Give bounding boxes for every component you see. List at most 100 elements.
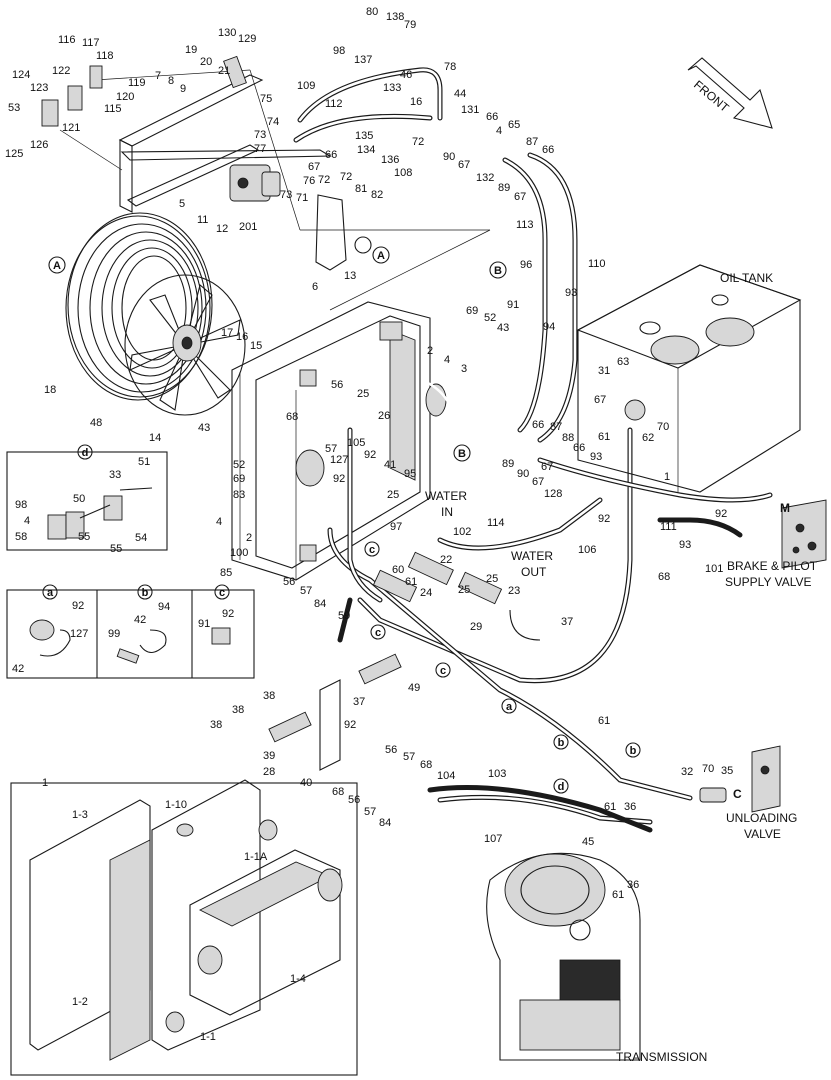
pn: 38 [232, 704, 244, 716]
pn: 48 [90, 417, 102, 429]
svg-text:a: a [506, 701, 513, 713]
marker-a-box: a [42, 584, 58, 600]
pn: 49 [408, 682, 420, 694]
pn: 38 [263, 690, 275, 702]
pn: 42 [12, 663, 24, 675]
pn: 65 [508, 119, 520, 131]
pn: 85 [220, 567, 232, 579]
pn: 63 [617, 356, 629, 368]
pn: 90 [517, 468, 529, 480]
pn: 4 [216, 516, 222, 528]
pn: 1-1A [244, 851, 268, 863]
pn: 76 [303, 175, 315, 187]
pn: 122 [52, 65, 70, 77]
pn: 71 [296, 192, 308, 204]
pn: 99 [108, 628, 120, 640]
pn: 101 [705, 563, 723, 575]
pn: 19 [185, 44, 197, 56]
pn: 70 [702, 763, 714, 775]
pn: 80 [366, 6, 378, 18]
inset-labels: 1 1-3 1-10 1-1A 1-4 1-2 1-1 [42, 777, 306, 1043]
pn: 1-1 [200, 1031, 216, 1043]
fan-shroud [65, 212, 213, 401]
pn: 127 [330, 454, 348, 466]
marker-B-radiator: B [453, 444, 471, 462]
pn: 29 [470, 621, 482, 633]
transmission [486, 852, 641, 1061]
pn: 58 [15, 531, 27, 543]
pn: 66 [325, 149, 337, 161]
pn: 51 [138, 456, 150, 468]
pn: 45 [582, 836, 594, 848]
pn: 110 [588, 258, 606, 270]
detail-d-labels: 51 33 98 4 50 54 55 58 55 [15, 456, 150, 555]
pn: 201 [239, 221, 257, 233]
pn: 134 [357, 144, 375, 156]
pn: 87 [550, 421, 562, 433]
pn: 123 [30, 82, 48, 94]
pn: 72 [340, 171, 352, 183]
marker-c-box: c [214, 584, 230, 600]
pn: 66 [532, 419, 544, 431]
pn: 94 [543, 321, 555, 333]
svg-text:c: c [440, 665, 446, 677]
pn: 119 [128, 77, 146, 89]
pn: 66 [542, 144, 554, 156]
marker-A-bracket: A [372, 246, 390, 264]
brake-valve-label: BRAKE & PILOT [727, 559, 818, 573]
pn: 69 [233, 473, 245, 485]
pn: 1-4 [290, 973, 306, 985]
pn: 133 [383, 82, 401, 94]
marker-b-box: b [137, 584, 153, 600]
svg-text:c: c [219, 587, 225, 599]
connector-m-label: M [780, 501, 790, 515]
pn: 74 [267, 116, 279, 128]
pn: 135 [355, 130, 373, 142]
pn: 111 [660, 521, 677, 533]
pn: 91 [198, 618, 210, 630]
pn: 79 [404, 19, 416, 31]
pn: 24 [420, 587, 432, 599]
pn: 132 [476, 172, 494, 184]
pn: 57 [403, 751, 415, 763]
pn: 125 [5, 148, 23, 160]
brake-valve-label-2: SUPPLY VALVE [725, 575, 812, 589]
pn: 67 [594, 394, 606, 406]
svg-text:c: c [375, 627, 381, 639]
pn: 100 [230, 547, 248, 559]
pn: 92 [364, 449, 376, 461]
pn: 57 [364, 806, 376, 818]
oil-tank-label: OIL TANK [720, 271, 773, 285]
marker-c-2: c [370, 624, 386, 640]
pn: 25 [387, 489, 399, 501]
pn: 52 [484, 312, 496, 324]
pn: 1-2 [72, 996, 88, 1008]
pn: 138 [386, 11, 404, 23]
pn: 70 [657, 421, 669, 433]
pn: 92 [715, 508, 727, 520]
pn: 93 [565, 287, 577, 299]
water-pipes [268, 551, 541, 771]
svg-text:B: B [458, 448, 466, 460]
pn: 127 [70, 628, 88, 640]
pn: 137 [354, 54, 372, 66]
pn: 130 [218, 27, 236, 39]
unloading-valve-label-2: VALVE [744, 827, 781, 841]
marker-c-3: c [435, 662, 451, 678]
pn: 56 [385, 744, 397, 756]
pn: 128 [544, 488, 562, 500]
pn: 83 [233, 489, 245, 501]
pn: 54 [135, 532, 147, 544]
pn: 52 [233, 459, 245, 471]
pn: 92 [333, 473, 345, 485]
pn: 23 [508, 585, 520, 597]
pn: 67 [514, 191, 526, 203]
svg-text:d: d [558, 781, 565, 793]
pn: 9 [180, 83, 186, 95]
pn: 87 [526, 136, 538, 148]
pn: 4 [496, 125, 502, 137]
pn: 57 [325, 443, 337, 455]
pn: 5 [179, 198, 185, 210]
svg-text:B: B [494, 265, 502, 277]
water-in-label: WATER [425, 489, 467, 503]
